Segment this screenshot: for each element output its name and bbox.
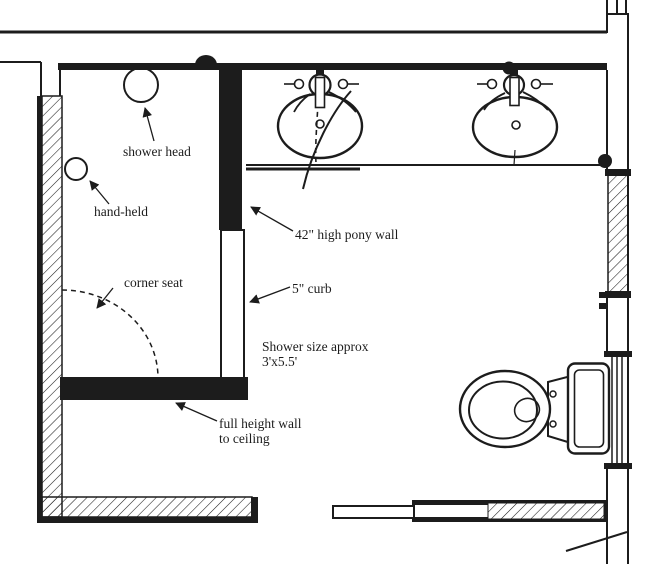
- vanity: [246, 61, 606, 190]
- pony-wall-label: 42" high pony wall: [295, 227, 399, 242]
- wall-bump: [195, 55, 217, 65]
- shower-area: [60, 63, 248, 400]
- bathroom-top-wall: [58, 63, 607, 70]
- shower-head-arrow: [142, 107, 155, 142]
- shower-size-label-line1: Shower size approx: [262, 339, 369, 354]
- corner-seat-arc: [61, 289, 159, 379]
- handle-icon: [486, 78, 498, 90]
- toilet-tank: [566, 362, 611, 455]
- right-wall: [565, 70, 632, 564]
- hand-held-arrow: [89, 180, 110, 205]
- corner-seat-arrow: [96, 287, 114, 309]
- toilet: [458, 362, 611, 455]
- corner-seat-label: corner seat: [124, 275, 183, 290]
- shower-head-label: shower head: [123, 144, 191, 159]
- full-height-wall-arrow: [175, 402, 218, 422]
- drain-icon: [315, 119, 325, 129]
- break-line: [565, 531, 628, 552]
- full-height-wall-label-line2: to ceiling: [219, 431, 270, 446]
- hand-held-label: hand-held: [94, 204, 148, 219]
- hand-held-circle: [64, 157, 88, 181]
- pony-wall-arrow: [250, 206, 294, 232]
- pocket-door: [332, 500, 607, 522]
- sink-left: [276, 63, 364, 190]
- pony-wall: [219, 63, 242, 230]
- handle-icon: [337, 78, 349, 90]
- full-height-wall: [60, 377, 248, 400]
- left-wall: [37, 95, 258, 523]
- annotation-arrows: [89, 107, 294, 422]
- wall-dot: [598, 154, 612, 168]
- door-panel: [332, 505, 415, 519]
- handle-icon: [530, 78, 542, 90]
- shower-curb: [220, 229, 245, 379]
- annotations: shower head hand-held corner seat 42" hi…: [94, 144, 399, 446]
- window: [604, 351, 632, 469]
- curb-label: 5" curb: [292, 281, 332, 296]
- full-height-wall-label-line1: full height wall: [219, 416, 302, 431]
- handle-icon: [293, 78, 305, 90]
- shower-size-label-line2: 3'x5.5': [262, 354, 297, 369]
- shower-head-circle: [123, 67, 159, 103]
- bottom-left-wall: [41, 496, 253, 518]
- drain-icon: [511, 120, 521, 130]
- right-wall-hatched-section: [607, 171, 629, 297]
- sink-right: [471, 61, 559, 166]
- curb-arrow: [249, 286, 291, 304]
